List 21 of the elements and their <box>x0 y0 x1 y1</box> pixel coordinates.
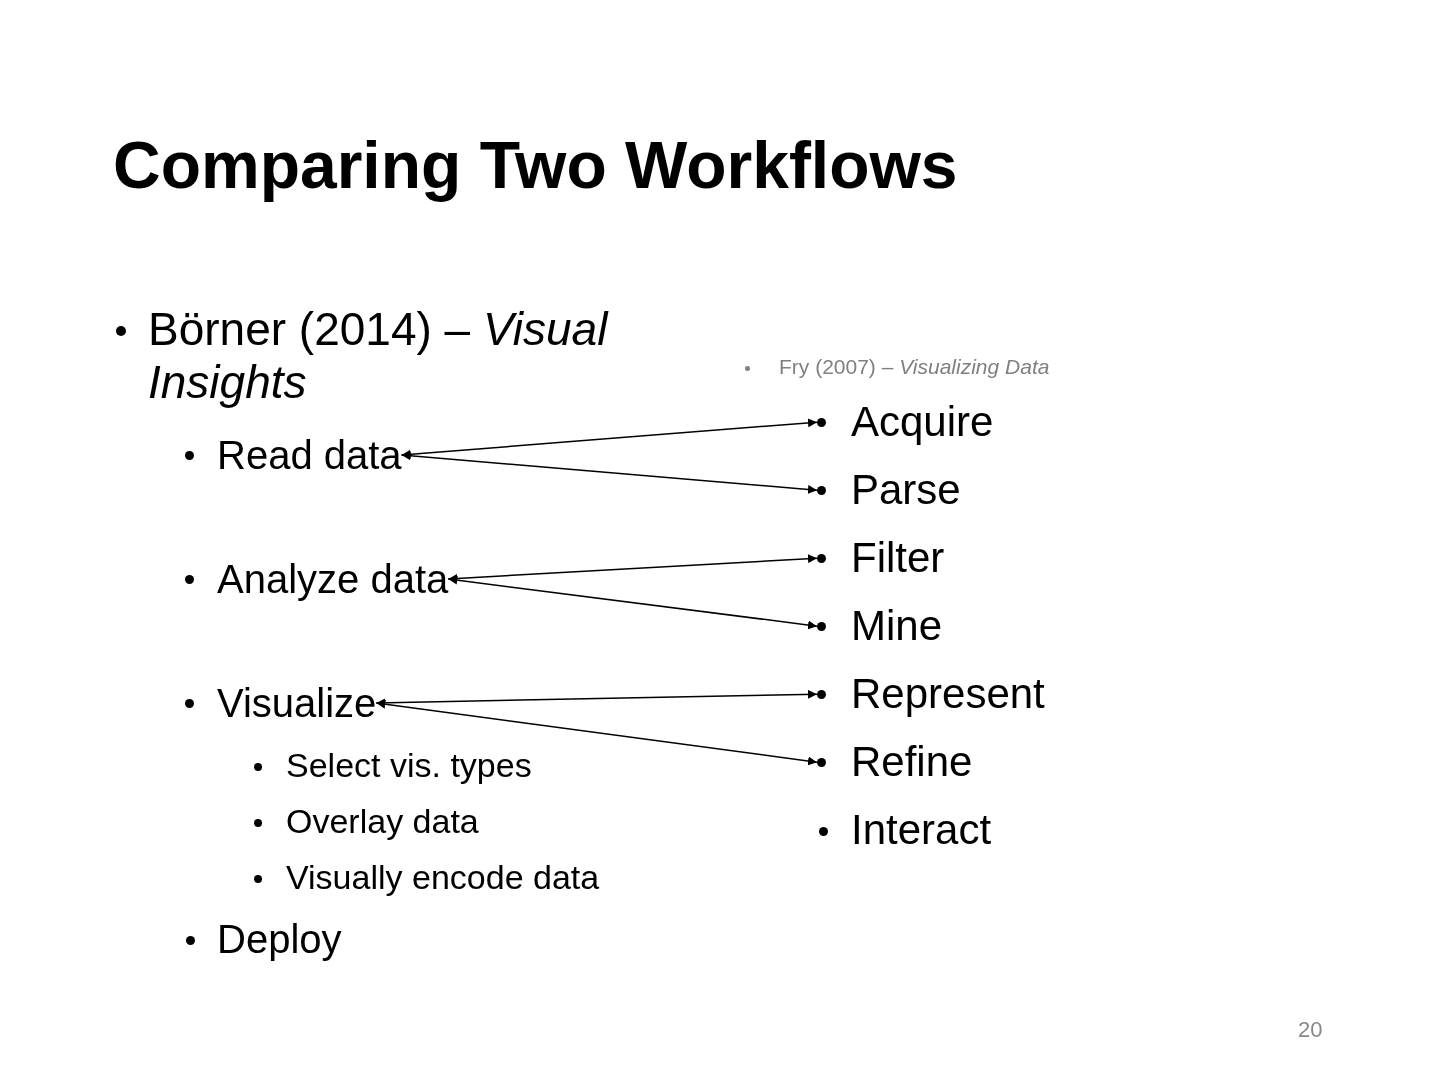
double-arrow <box>375 699 818 766</box>
page-number: 20 <box>1298 1017 1323 1043</box>
list-text: Fry (2007) – Visualizing Data <box>779 355 1050 380</box>
item-text: Mine <box>851 602 943 651</box>
item-text: Read data <box>217 432 402 478</box>
double-arrow <box>447 575 818 630</box>
item-text: Filter <box>851 534 945 583</box>
item-text: Visualize <box>217 680 377 726</box>
list-text: Overlay data <box>286 802 479 842</box>
list-text: Select vis. types <box>286 746 532 786</box>
item-text: Refine <box>851 738 973 787</box>
double-arrow <box>400 451 818 494</box>
list-text: Interact <box>851 806 992 855</box>
list-text: Deploy <box>217 916 342 962</box>
item-text: Parse <box>851 466 961 515</box>
list-text: Börner (2014) – Visual Insights <box>148 303 610 409</box>
slide-title: Comparing Two Workflows <box>113 128 958 204</box>
item-text: Represent <box>851 670 1045 719</box>
item-text: Analyze data <box>217 556 449 602</box>
list-text: Visually encode data <box>286 858 600 898</box>
item-text: Acquire <box>851 398 994 447</box>
